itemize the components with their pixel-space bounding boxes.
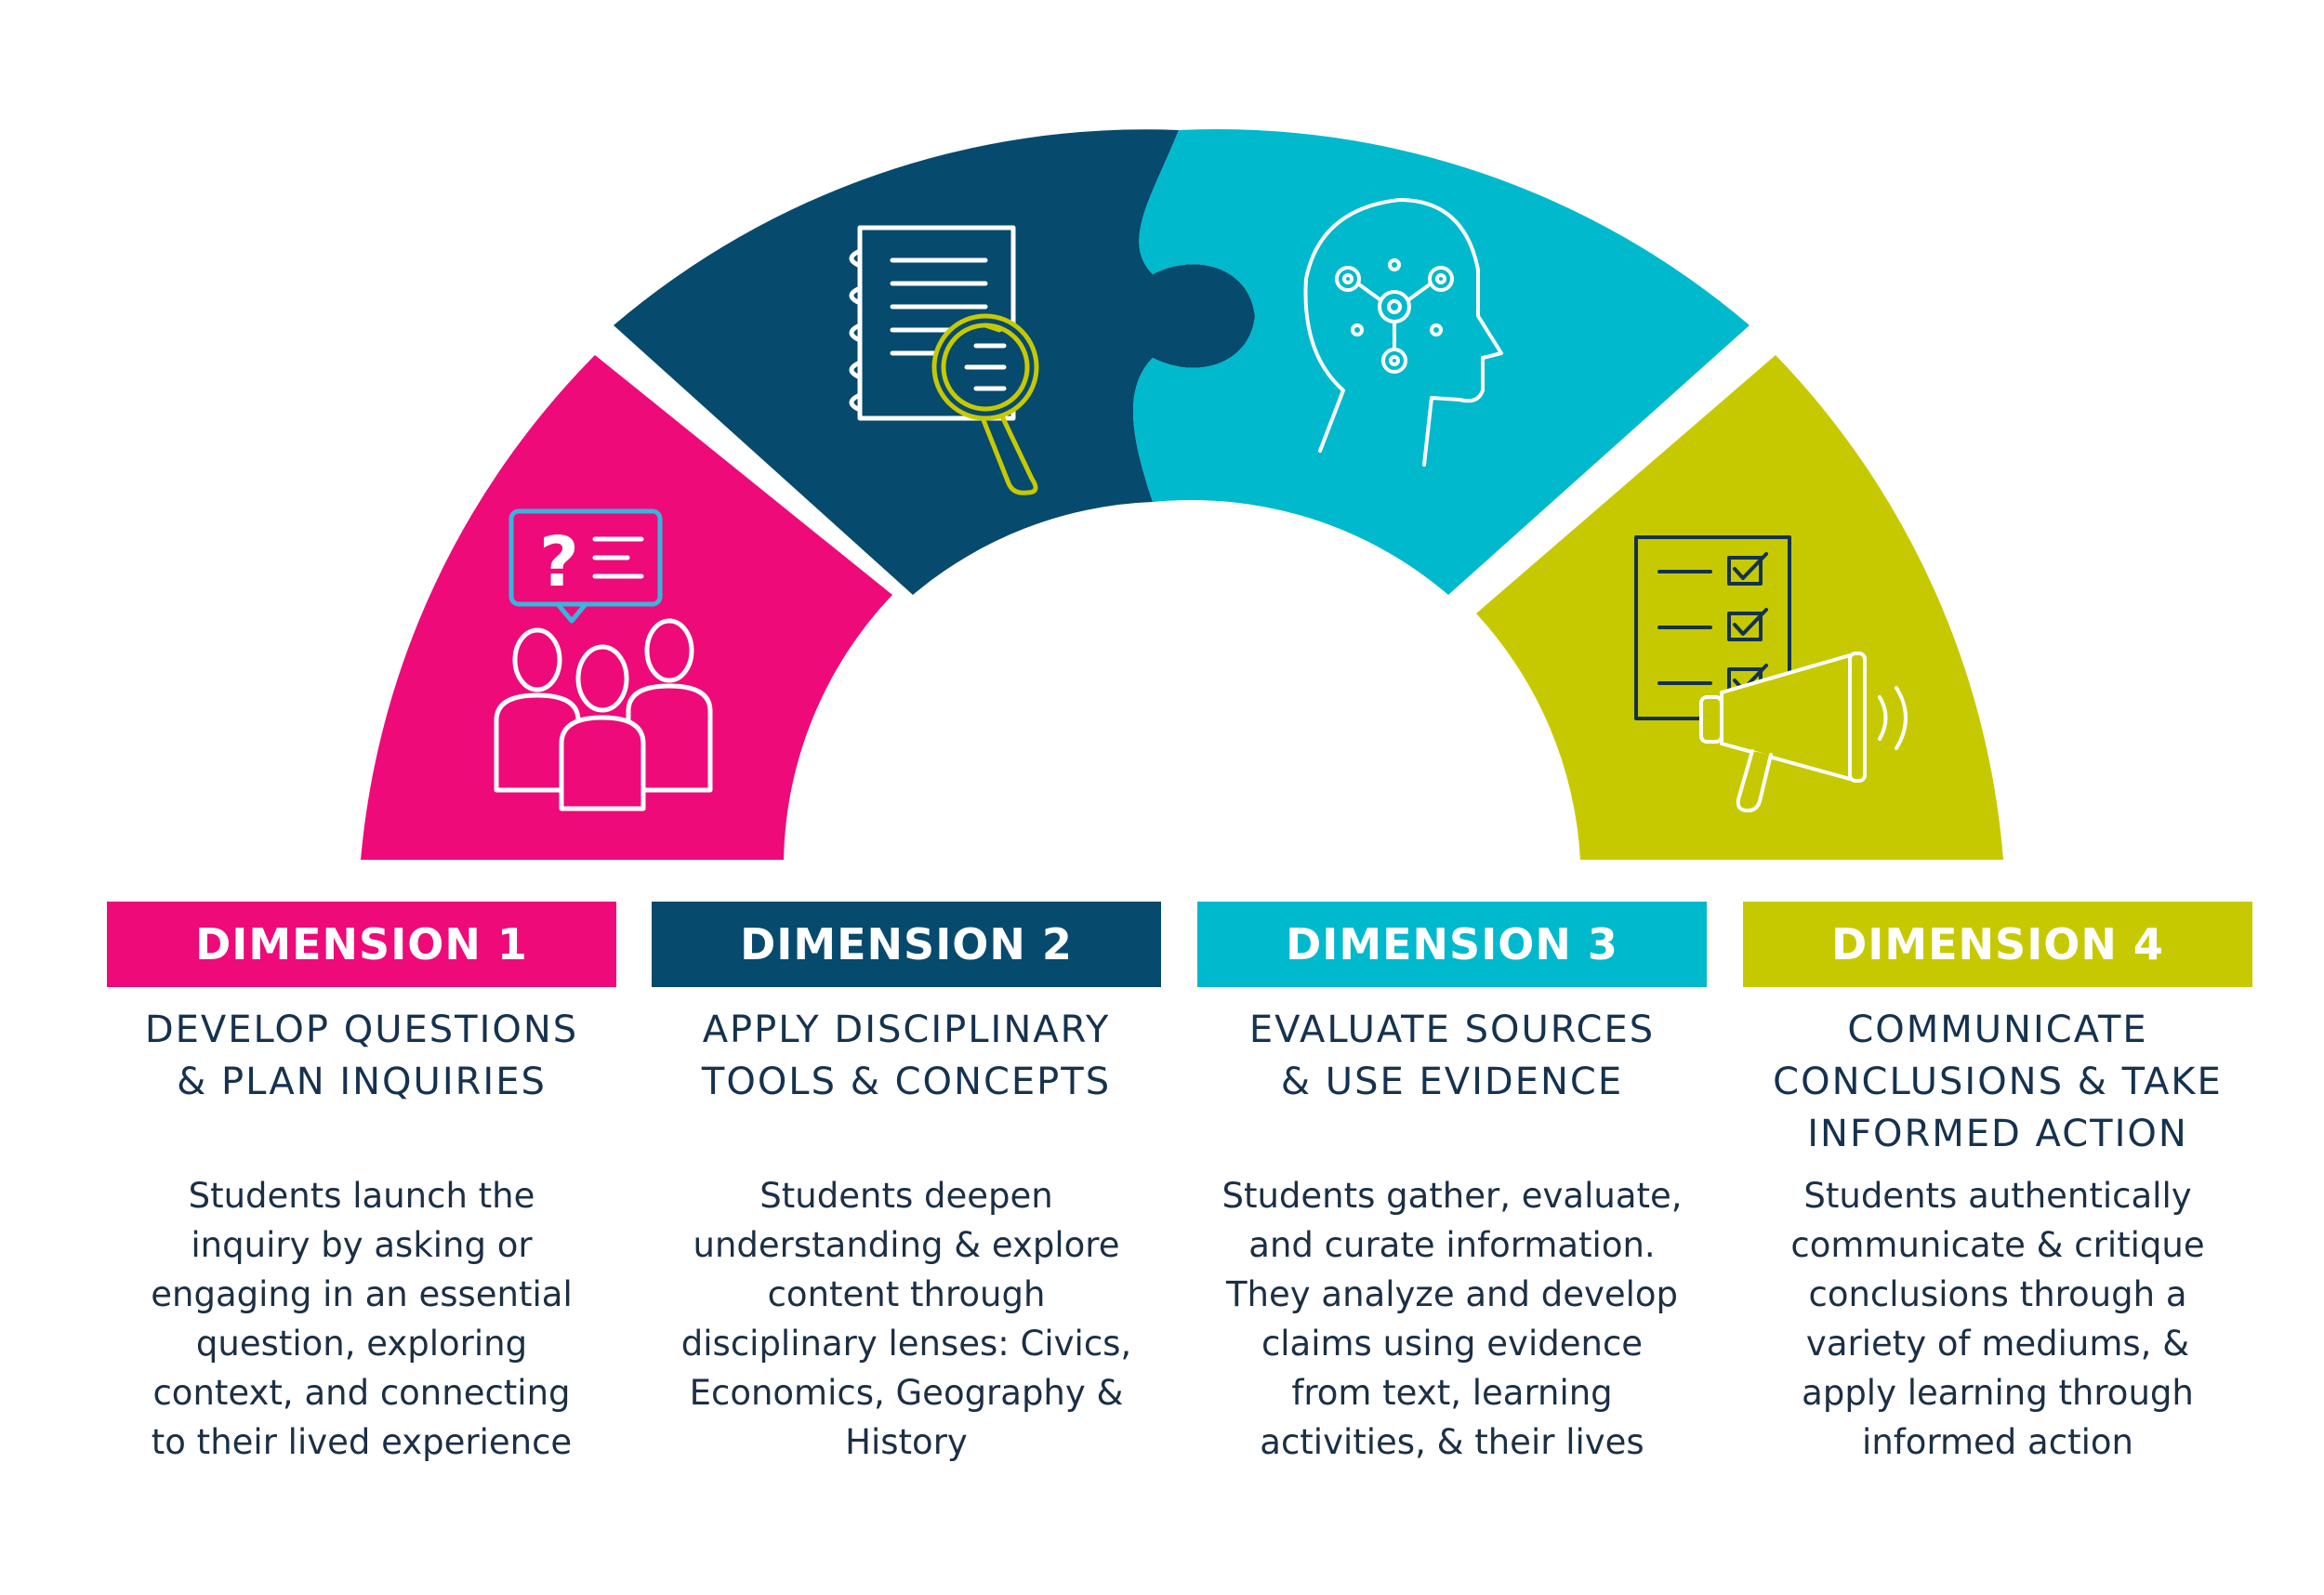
dimension-3-band: DIMENSION 3 — [1197, 902, 1707, 987]
svg-text:?: ? — [539, 522, 579, 602]
dimension-1-description: Students launch the inquiry by asking or… — [151, 1176, 573, 1462]
dimension-2-column: APPLY DISCIPLINARY TOOLS & CONCEPTS Stud… — [627, 1004, 1185, 1467]
dimension-2-label: DIMENSION 2 — [740, 919, 1073, 969]
dimension-2-band: DIMENSION 2 — [652, 902, 1161, 987]
people-question-icon: ? — [494, 508, 713, 811]
dimension-1-label: DIMENSION 1 — [195, 919, 528, 969]
dimension-4-description: Students authentically communicate & cri… — [1790, 1176, 2205, 1462]
dimension-2-description: Students deepen understanding & explore … — [680, 1176, 1132, 1462]
dimension-4-heading: COMMUNICATE CONCLUSIONS & TAKE INFORMED … — [1773, 1008, 2223, 1155]
dimension-3-column: EVALUATE SOURCES & USE EVIDENCE Students… — [1173, 1004, 1731, 1467]
dimension-1-segment — [361, 355, 892, 860]
dimension-3-segment — [1133, 129, 1750, 595]
dimension-4-column: COMMUNICATE CONCLUSIONS & TAKE INFORMED … — [1719, 1004, 2277, 1467]
dimension-3-label: DIMENSION 3 — [1286, 919, 1618, 969]
checklist-megaphone-icon — [1634, 535, 1908, 812]
dimension-3-heading: EVALUATE SOURCES & USE EVIDENCE — [1248, 1008, 1656, 1103]
dimension-1-column: DEVELOP QUESTIONS & PLAN INQUIRIES Stude… — [83, 1004, 640, 1467]
head-network-icon — [1303, 198, 1503, 467]
dimension-1-band: DIMENSION 1 — [107, 902, 616, 987]
dimension-2-heading: APPLY DISCIPLINARY TOOLS & CONCEPTS — [701, 1008, 1112, 1103]
dimension-1-heading: DEVELOP QUESTIONS & PLAN INQUIRIES — [144, 1008, 579, 1103]
dimension-3-description: Students gather, evaluate, and curate in… — [1221, 1176, 1683, 1462]
notebook-magnifier-icon — [849, 225, 1039, 495]
dimension-4-band: DIMENSION 4 — [1743, 902, 2252, 987]
dimension-4-segment — [1476, 355, 2003, 860]
dimension-4-label: DIMENSION 4 — [1831, 919, 2164, 969]
